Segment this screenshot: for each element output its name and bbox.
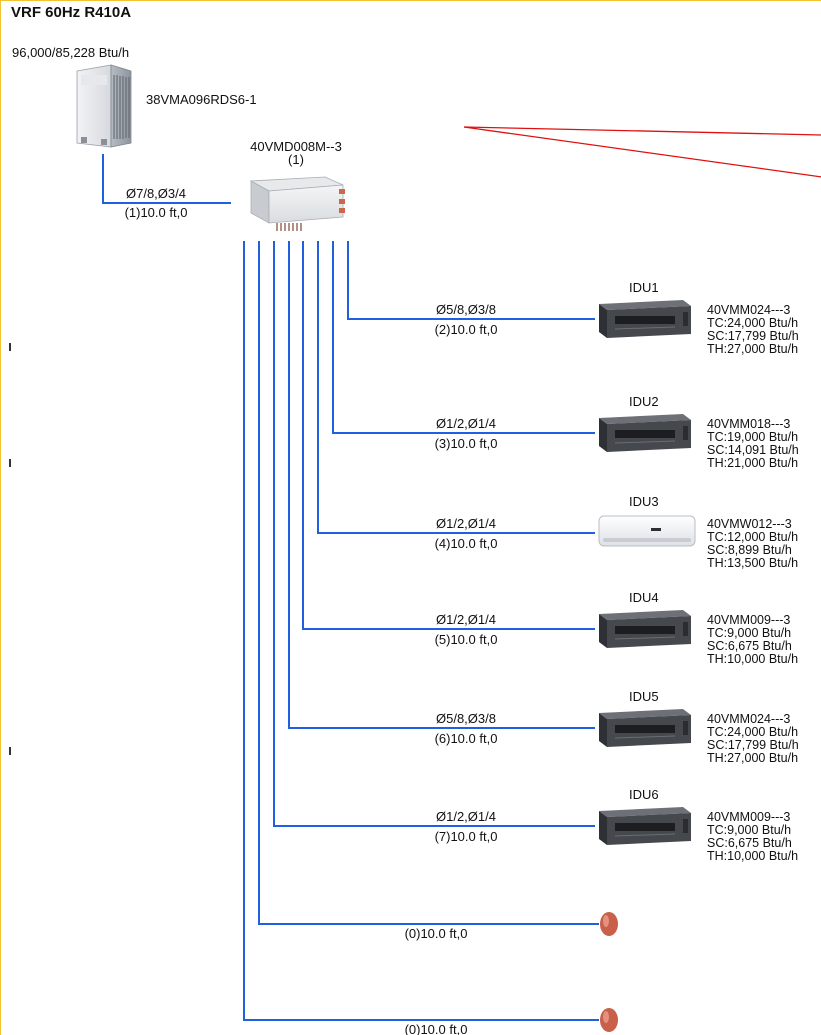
pipe-size-idu4: Ø1/2,Ø1/4 <box>436 612 496 627</box>
branch-pipe-idu3[interactable] <box>317 241 595 534</box>
pipe-length-idu5: (6)10.0 ft,0 <box>434 731 498 746</box>
branch-box-index: (1) <box>288 152 304 167</box>
ducted-unit-icon <box>599 610 691 648</box>
idu2-name: IDU2 <box>629 394 659 409</box>
idu6-model: 40VMM009---3 <box>707 810 791 824</box>
pipe-length-idu4: (5)10.0 ft,0 <box>434 632 498 647</box>
branch-pipe-idu5[interactable] <box>288 241 595 729</box>
branch-box[interactable] <box>247 175 347 240</box>
pipe-length-idu2: (3)10.0 ft,0 <box>434 436 498 451</box>
idu4-name: IDU4 <box>629 590 659 605</box>
branch-pipe-idu4[interactable] <box>302 241 595 630</box>
branch-box-model: 40VMD008M--3 <box>250 139 342 154</box>
idu5-unit[interactable] <box>597 707 693 754</box>
idu4-tc: TC:9,000 Btu/h <box>707 626 792 640</box>
idu5-name: IDU5 <box>629 689 659 704</box>
pipe-size-idu3: Ø1/2,Ø1/4 <box>436 516 496 531</box>
idu1-tc: TC:24,000 Btu/h <box>707 316 799 330</box>
edge-tick <box>9 459 11 467</box>
pipe-size-idu5: Ø5/8,Ø3/8 <box>436 711 496 726</box>
end-cap-icon <box>600 912 618 936</box>
idu5-tc: TC:24,000 Btu/h <box>707 725 799 739</box>
annotation-line-2 <box>463 126 821 178</box>
idu4-th: TH:10,000 Btu/h <box>707 652 799 666</box>
ducted-unit-icon <box>599 709 691 747</box>
branch-pipe-idu6[interactable] <box>273 241 595 827</box>
pipe-length-idu3: (4)10.0 ft,0 <box>434 536 498 551</box>
idu5-sc: SC:17,799 Btu/h <box>707 738 799 752</box>
cap2-pipe-length: (0)10.0 ft,0 <box>404 1022 468 1035</box>
end-cap-icon <box>600 1008 618 1032</box>
idu2-sc: SC:14,091 Btu/h <box>707 443 799 457</box>
branch-box-icon <box>249 176 345 231</box>
pipe-size-idu1: Ø5/8,Ø3/8 <box>436 302 496 317</box>
pipe-size-idu6: Ø1/2,Ø1/4 <box>436 809 496 824</box>
idu6-th: TH:10,000 Btu/h <box>707 849 799 863</box>
idu6-tc: TC:9,000 Btu/h <box>707 823 792 837</box>
branch-pipe-cap1[interactable] <box>258 241 599 925</box>
idu3-name: IDU3 <box>629 494 659 509</box>
idu3-th: TH:13,500 Btu/h <box>707 556 799 570</box>
pipe-length-idu1: (2)10.0 ft,0 <box>434 322 498 337</box>
idu1-name: IDU1 <box>629 280 659 295</box>
outdoor-unit-model: 38VMA096RDS6-1 <box>146 92 257 107</box>
end-cap-1[interactable] <box>598 910 620 943</box>
ducted-unit-icon <box>599 807 691 845</box>
annotation-line-1 <box>463 126 821 136</box>
idu5-th: TH:27,000 Btu/h <box>707 751 799 765</box>
idu1-unit[interactable] <box>597 298 693 345</box>
idu3-model: 40VMW012---3 <box>707 517 792 531</box>
idu2-th: TH:21,000 Btu/h <box>707 456 799 470</box>
ducted-unit-icon <box>599 414 691 452</box>
idu3-sc: SC:8,899 Btu/h <box>707 543 792 557</box>
idu4-model: 40VMM009---3 <box>707 613 791 627</box>
ducted-unit-icon <box>599 300 691 338</box>
idu1-th: TH:27,000 Btu/h <box>707 342 799 356</box>
pipe-length-idu6: (7)10.0 ft,0 <box>434 829 498 844</box>
system-title: VRF 60Hz R410A <box>11 4 132 21</box>
cap1-pipe-length: (0)10.0 ft,0 <box>404 926 468 941</box>
system-capacity: 96,000/85,228 Btu/h <box>12 45 130 60</box>
end-cap-2[interactable] <box>598 1006 620 1035</box>
branch-pipe-idu2[interactable] <box>332 241 595 434</box>
idu2-unit[interactable] <box>597 412 693 459</box>
edge-tick <box>9 747 11 755</box>
idu2-model: 40VMM018---3 <box>707 417 791 431</box>
outdoor-unit-icon <box>76 64 132 148</box>
main-pipe-length: (1)10.0 ft,0 <box>124 205 188 220</box>
idu6-sc: SC:6,675 Btu/h <box>707 836 792 850</box>
idu1-sc: SC:17,799 Btu/h <box>707 329 799 343</box>
idu1-model: 40VMM024---3 <box>707 303 791 317</box>
edge-tick <box>9 343 11 351</box>
idu6-unit[interactable] <box>597 805 693 852</box>
wall-unit-icon <box>598 515 696 547</box>
branch-pipe-idu1[interactable] <box>347 241 595 320</box>
idu3-unit[interactable] <box>597 514 697 555</box>
idu4-sc: SC:6,675 Btu/h <box>707 639 792 653</box>
idu4-unit[interactable] <box>597 608 693 655</box>
outdoor-unit[interactable] <box>73 63 133 156</box>
idu3-tc: TC:12,000 Btu/h <box>707 530 799 544</box>
idu2-tc: TC:19,000 Btu/h <box>707 430 799 444</box>
branch-pipe-cap2[interactable] <box>243 241 599 1021</box>
main-pipe-size: Ø7/8,Ø3/4 <box>126 186 186 201</box>
idu5-model: 40VMM024---3 <box>707 712 791 726</box>
idu6-name: IDU6 <box>629 787 659 802</box>
pipe-size-idu2: Ø1/2,Ø1/4 <box>436 416 496 431</box>
main-pipe[interactable] <box>102 154 231 204</box>
